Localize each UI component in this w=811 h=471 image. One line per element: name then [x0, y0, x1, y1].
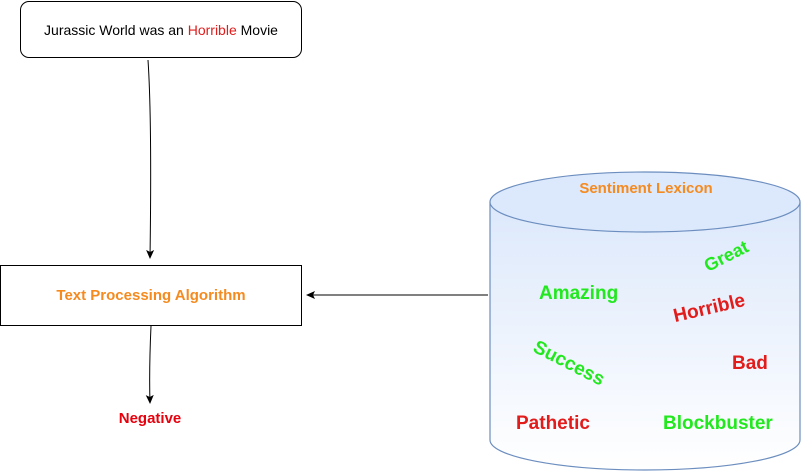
- input-sentence-text: Jurassic World was an Horrible Movie: [44, 22, 278, 38]
- lexicon-cylinder-top: [489, 171, 801, 233]
- lexicon-title: Sentiment Lexicon: [579, 180, 713, 197]
- lexicon-word-amazing: Amazing: [539, 283, 619, 304]
- lexicon-word-pathetic: Pathetic: [516, 413, 590, 434]
- input-sentence-highlight: Horrible: [187, 21, 237, 38]
- sentiment-output-label: Negative: [118, 410, 182, 427]
- input-sentence-box: Jurassic World was an Horrible Movie: [20, 1, 302, 58]
- lexicon-word-blockbuster: Blockbuster: [663, 413, 773, 434]
- lexicon-word-bad: Bad: [732, 353, 768, 374]
- input-sentence-before: Jurassic World was an: [44, 21, 188, 38]
- text-processing-algorithm-box: Text Processing Algorithm: [0, 265, 302, 326]
- arrow-sentence-to-algorithm: [146, 59, 155, 259]
- input-sentence-after: Movie: [236, 21, 278, 38]
- arrow-algorithm-to-output: [145, 325, 154, 404]
- lexicon-cylinder-body: [489, 202, 801, 471]
- algorithm-label: Text Processing Algorithm: [56, 287, 246, 304]
